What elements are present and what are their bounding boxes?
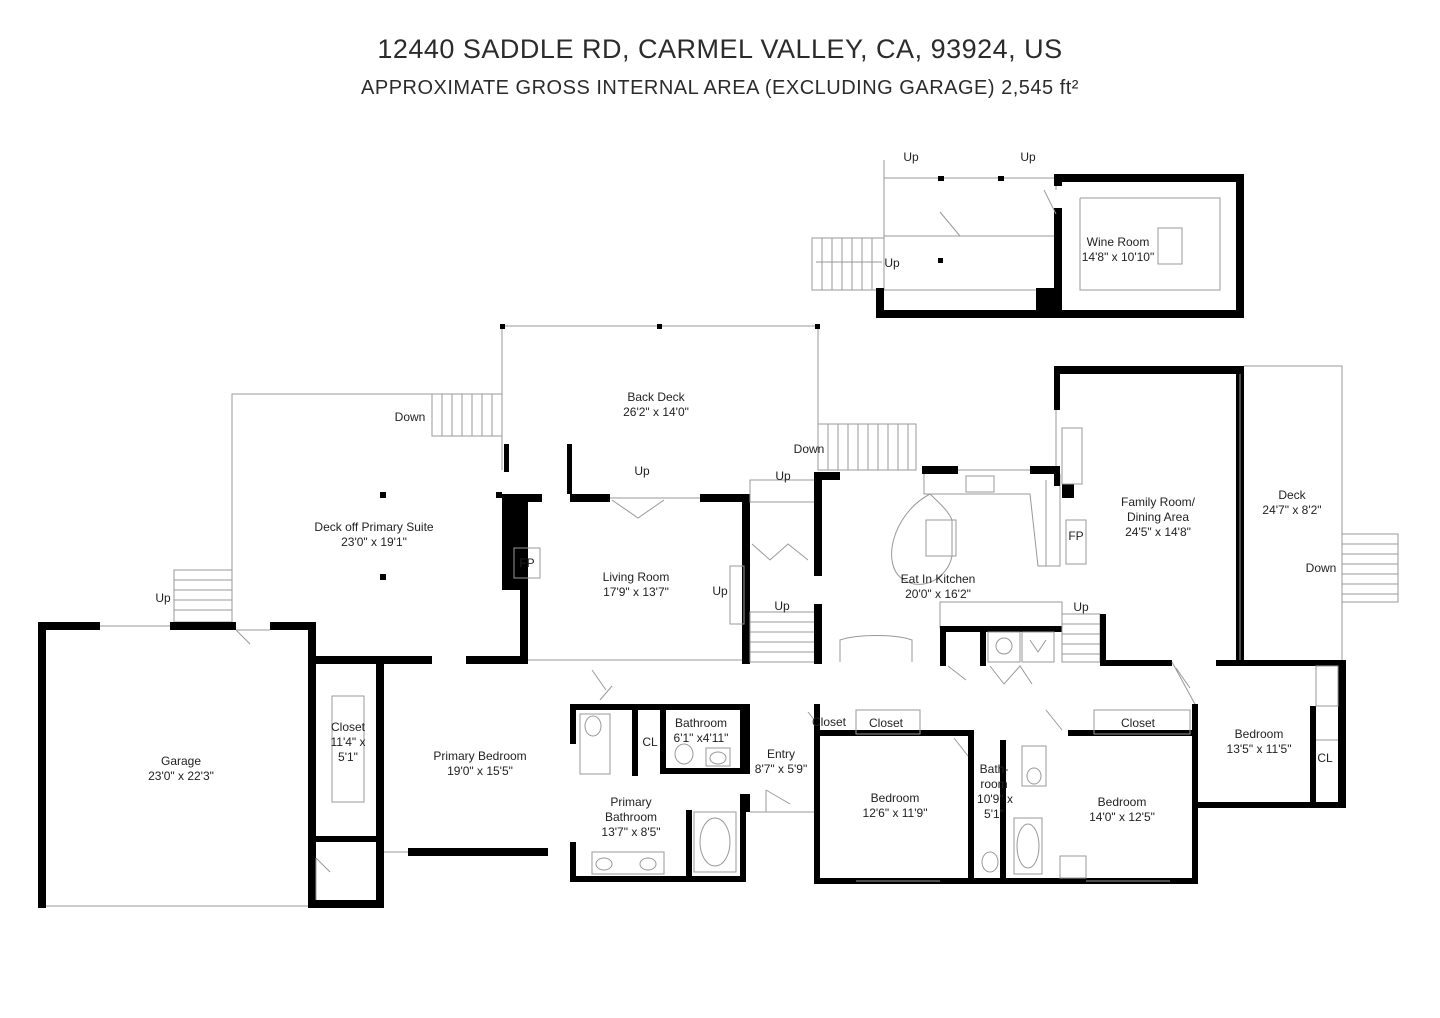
up-label: Up xyxy=(774,599,790,613)
primary-bath-label-1: Primary xyxy=(610,795,651,809)
bathroom-small-dims: 6'1" x4'11" xyxy=(674,731,729,745)
bedroom-a-label: Bedroom xyxy=(871,791,920,805)
garage-label: Garage xyxy=(161,754,201,768)
gross-area-subtitle: APPROXIMATE GROSS INTERNAL AREA (EXCLUDI… xyxy=(361,77,1079,99)
room-labels: Wine Room 14'8" x 10'10" Back Deck 26'2"… xyxy=(148,235,1321,839)
property-address: 12440 SADDLE RD, CARMEL VALLEY, CA, 9392… xyxy=(377,34,1063,64)
entry-label: Entry xyxy=(767,747,795,761)
deck-off-primary-suite xyxy=(173,393,503,623)
up-label: Up xyxy=(1020,150,1036,164)
bedroom-c-dims: 13'5" x 11'5" xyxy=(1227,742,1292,756)
stairs-wine-left xyxy=(811,237,885,291)
wine-room-label: Wine Room xyxy=(1087,235,1150,249)
fp-label: FP xyxy=(519,556,534,570)
bathroom-b-label-2: room xyxy=(980,777,1007,791)
up-label: Up xyxy=(155,591,171,605)
closet-label: Closet xyxy=(812,715,847,729)
up-label: Up xyxy=(903,150,919,164)
bedroom-b-label: Bedroom xyxy=(1098,795,1147,809)
kitchen-label: Eat In Kitchen xyxy=(901,572,976,586)
up-label: Up xyxy=(634,464,650,478)
up-label: Up xyxy=(1073,600,1089,614)
family-room-label-1: Family Room/ xyxy=(1121,495,1196,509)
primary-bedroom-dims: 19'0" x 15'5" xyxy=(447,764,513,778)
deck-primary-label: Deck off Primary Suite xyxy=(314,520,433,534)
bedroom-b-dims: 14'0" x 12'5" xyxy=(1089,810,1155,824)
up-label: Up xyxy=(775,469,791,483)
back-deck xyxy=(500,324,917,494)
up-label: Up xyxy=(884,256,900,270)
fp-label: FP xyxy=(1068,529,1083,543)
closet-label: Closet xyxy=(869,716,904,730)
deck-primary-dims: 23'0" x 19'1" xyxy=(341,535,407,549)
wine-room-dims: 14'8" x 10'10" xyxy=(1082,250,1155,264)
bedroom-c-label: Bedroom xyxy=(1235,727,1284,741)
closet-label: Closet xyxy=(1121,716,1156,730)
back-deck-label: Back Deck xyxy=(627,390,685,404)
family-room xyxy=(1054,365,1399,808)
primary-bath-label-2: Bathroom xyxy=(605,810,657,824)
closet-main-dims-2: 5'1" xyxy=(338,750,358,764)
cl-label: CL xyxy=(642,735,658,749)
garage xyxy=(38,622,316,908)
bathroom-b-dims-1: 10'9" x xyxy=(977,792,1013,806)
bedroom-a-dims: 12'6" x 11'9" xyxy=(863,806,928,820)
bedrooms-right xyxy=(814,704,1198,884)
entry-dims: 8'7" x 5'9" xyxy=(755,762,807,776)
bathroom-small-label: Bathroom xyxy=(675,716,727,730)
living-room-label: Living Room xyxy=(603,570,670,584)
living-room-dims: 17'9" x 13'7" xyxy=(603,585,669,599)
deck-dims: 24'7" x 8'2" xyxy=(1262,503,1321,517)
cl-label: CL xyxy=(1317,751,1333,765)
lower-level xyxy=(811,160,1244,318)
down-label: Down xyxy=(794,442,825,456)
primary-bedroom-label: Primary Bedroom xyxy=(433,749,526,763)
bathroom-b-dims-2: 5'1" xyxy=(984,807,1004,821)
down-label: Down xyxy=(1306,561,1337,575)
garage-dims: 23'0" x 22'3" xyxy=(148,769,214,783)
back-deck-dims: 26'2" x 14'0" xyxy=(623,405,689,419)
primary-wing xyxy=(315,494,750,908)
down-label: Down xyxy=(395,410,426,424)
center-wing xyxy=(744,466,1063,813)
kitchen-dims: 20'0" x 16'2" xyxy=(905,587,971,601)
up-label: Up xyxy=(712,584,728,598)
small-labels: Closet Closet Closet CL CL FP FP Up Up U… xyxy=(155,150,1336,765)
closet-main-dims-1: 11'4" x xyxy=(330,735,365,749)
family-room-dims: 24'5" x 14'8" xyxy=(1125,525,1191,539)
closet-main-label: Closet xyxy=(331,720,366,734)
bathroom-b-label-1: Bath- xyxy=(980,762,1009,776)
family-room-label-2: Dining Area xyxy=(1127,510,1189,524)
deck-label: Deck xyxy=(1278,488,1306,502)
primary-bath-dims: 13'7" x 8'5" xyxy=(601,825,660,839)
